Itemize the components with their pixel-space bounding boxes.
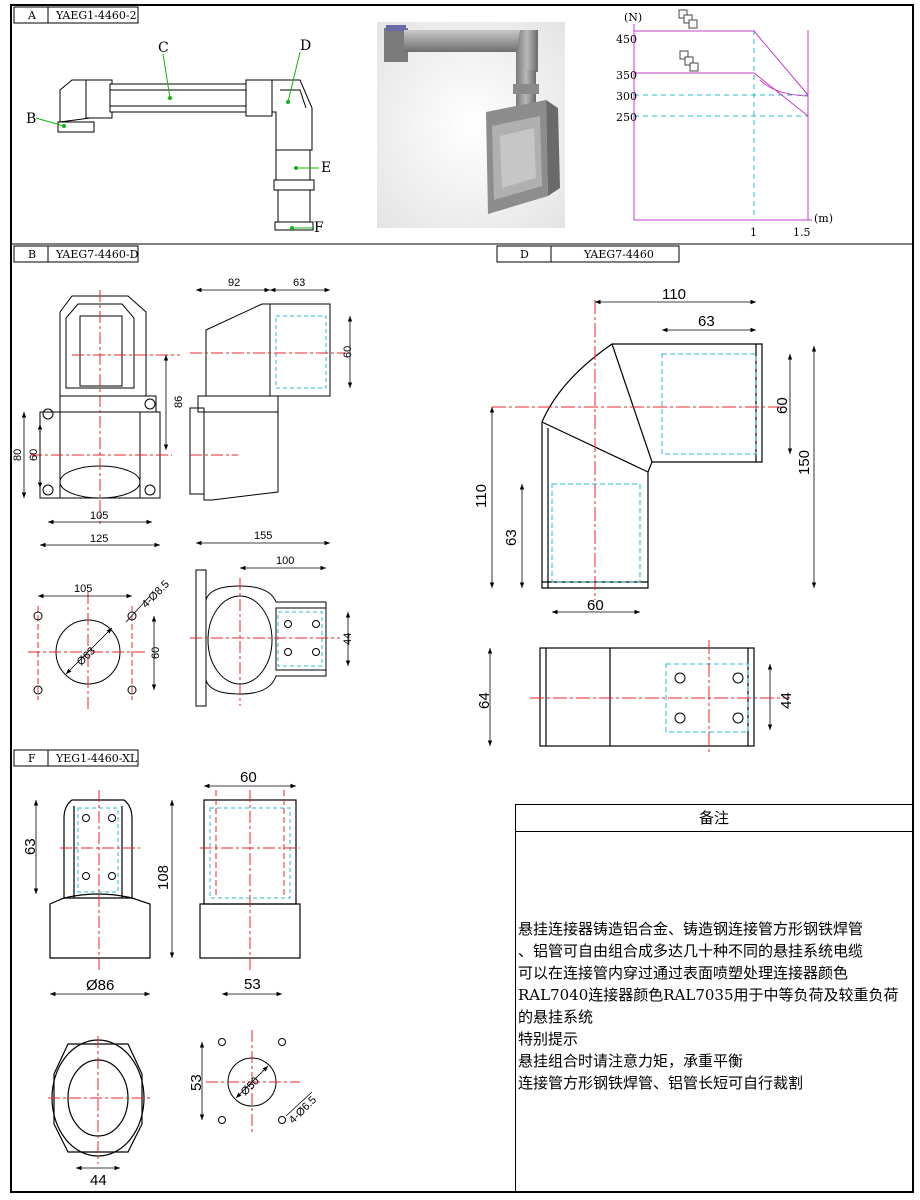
section-f-tag xyxy=(13,749,139,767)
dim-f-53-left: 53 xyxy=(188,1074,205,1091)
notes-line: RAL7040连接器颜色RAL7035用于中等负荷及较重负荷 xyxy=(518,986,899,1004)
section-a-code: YAEG1-4460-2 xyxy=(55,9,137,22)
dim-b-hole-dia: Ø63 xyxy=(75,645,98,668)
dim-d-44: 44 xyxy=(778,692,795,709)
dim-f-53-top: 53 xyxy=(244,976,261,993)
dim-d-150: 150 xyxy=(796,450,813,475)
dim-f-86: Ø86 xyxy=(86,977,114,994)
notes-panel: 备注 悬挂连接器铸造铝合金、铸造钢连接管方形钢铁焊管 、铝管可自由组合成多达几十… xyxy=(515,804,913,1192)
dim-b-63: 63 xyxy=(293,277,305,289)
notes-line: 特别提示 xyxy=(518,1030,579,1048)
dim-f-44: 44 xyxy=(90,1172,107,1189)
section-d-code: YAEG7-4460 xyxy=(583,248,654,261)
section-f-code: YEG1-4460-XL xyxy=(55,752,138,765)
callout-b: B xyxy=(26,111,36,127)
assembly-callouts: B C D E F xyxy=(26,38,331,236)
notes-line: 悬挂连接器铸造铝合金、铸造钢连接管方形钢铁焊管 xyxy=(518,920,864,938)
dim-f-dia50: Ø50 xyxy=(239,1075,262,1098)
load-chart-tick-450: 450 xyxy=(616,33,637,46)
assembly-drawing xyxy=(57,79,315,231)
notes-line: 、铝管可自由组合成多达几十种不同的悬挂系统电缆 xyxy=(518,942,864,960)
dim-b-86: 86 xyxy=(173,396,185,408)
callout-f: F xyxy=(314,220,324,236)
load-chart-tick-1-5: 1.5 xyxy=(793,226,811,239)
load-chart-tick-350: 350 xyxy=(616,69,637,82)
d-bottom-holes xyxy=(674,672,744,724)
sheet-border xyxy=(10,4,914,1193)
notes-body: 悬挂连接器铸造铝合金、铸造钢连接管方形钢铁焊管 、铝管可自由组合成多达几十种不同… xyxy=(516,918,912,1094)
dim-b-hole-spec: 4-Ø8.5 xyxy=(140,578,172,610)
section-a-letter: A xyxy=(27,9,37,22)
dim-f-60: 60 xyxy=(240,769,257,786)
callout-c: C xyxy=(158,40,169,56)
dim-b-60: 60 xyxy=(342,346,354,358)
dim-f-hole-spec: 4-Ø6.5 xyxy=(287,1094,319,1126)
dim-b-hole-60: 60 xyxy=(150,647,162,659)
dim-b-100: 100 xyxy=(276,555,294,567)
load-chart-tick-250: 250 xyxy=(616,111,637,124)
load-chart-series-2 xyxy=(634,72,809,117)
load-chart: (N) (m) 450 350 300 250 1 1.5 xyxy=(616,9,833,239)
product-render xyxy=(377,22,565,228)
load-chart-series-1 xyxy=(634,30,809,96)
section-d: D YAEG7-4460 110 63 60 150 110 xyxy=(473,245,817,752)
dim-f-108: 108 xyxy=(155,865,172,890)
notes-line: 可以在连接管内穿过通过表面喷塑处理连接器颜色 xyxy=(518,964,849,982)
dim-b-44: 44 xyxy=(342,633,354,645)
dim-b-hole-105: 105 xyxy=(74,583,92,595)
dim-d-63-left: 63 xyxy=(503,529,520,546)
load-chart-tick-300: 300 xyxy=(616,90,637,103)
load-chart-y-unit: (N) xyxy=(624,11,642,24)
b-side-view xyxy=(189,303,331,501)
dim-d-60-right: 60 xyxy=(774,397,791,414)
notes-line: 连接管方形钢铁焊管、铝管长短可自行裁割 xyxy=(518,1074,804,1092)
section-b: B YAEG7-4460-D 86 80 60 105 125 xyxy=(12,245,354,710)
dim-b-92: 92 xyxy=(228,277,240,289)
dim-b-80: 80 xyxy=(12,449,24,461)
load-chart-curve xyxy=(759,79,809,97)
f-flange-holes xyxy=(218,1038,286,1124)
notes-title: 备注 xyxy=(516,805,912,832)
load-chart-x-unit: (m) xyxy=(814,212,833,225)
callout-d: D xyxy=(300,38,311,54)
load-chart-tick-1: 1 xyxy=(750,226,757,239)
callout-e: E xyxy=(321,160,331,176)
dim-b-125: 125 xyxy=(90,533,108,545)
section-f: F YEG1-4460-XL 63 108 Ø86 xyxy=(13,749,319,1189)
dim-b-155: 155 xyxy=(254,530,272,542)
section-d-tag xyxy=(496,245,680,263)
f-front-view xyxy=(49,799,151,959)
dim-b-105: 105 xyxy=(90,510,108,522)
dim-d-63-top: 63 xyxy=(698,313,715,330)
f-front-holes xyxy=(82,814,116,880)
notes-line: 悬挂组合时请注意力矩，承重平衡 xyxy=(518,1052,744,1070)
d-bottom-view xyxy=(539,647,755,747)
section-a: A YAEG1-4460-2 B C D E F xyxy=(13,6,833,239)
load-chart-icon-mid xyxy=(679,50,699,72)
d-elbow-view xyxy=(541,343,763,589)
dim-d-64: 64 xyxy=(476,692,493,709)
dim-d-110-top: 110 xyxy=(662,286,686,303)
b-plan-holes xyxy=(284,620,320,656)
dim-d-110-left: 110 xyxy=(473,484,490,508)
section-b-tag xyxy=(13,245,139,263)
load-chart-icon-top xyxy=(678,9,698,29)
section-d-letter: D xyxy=(520,248,529,261)
section-b-code: YAEG7-4460-D xyxy=(55,248,139,261)
notes-line: 的悬挂系统 xyxy=(518,1008,594,1026)
dim-b-60-left: 60 xyxy=(28,449,40,461)
section-f-letter: F xyxy=(28,752,36,765)
b-flange-holes xyxy=(33,611,137,695)
section-b-letter: B xyxy=(28,248,36,261)
dim-f-63: 63 xyxy=(22,838,39,855)
section-a-tag xyxy=(13,6,139,24)
dim-d-60-bottom: 60 xyxy=(587,597,604,614)
